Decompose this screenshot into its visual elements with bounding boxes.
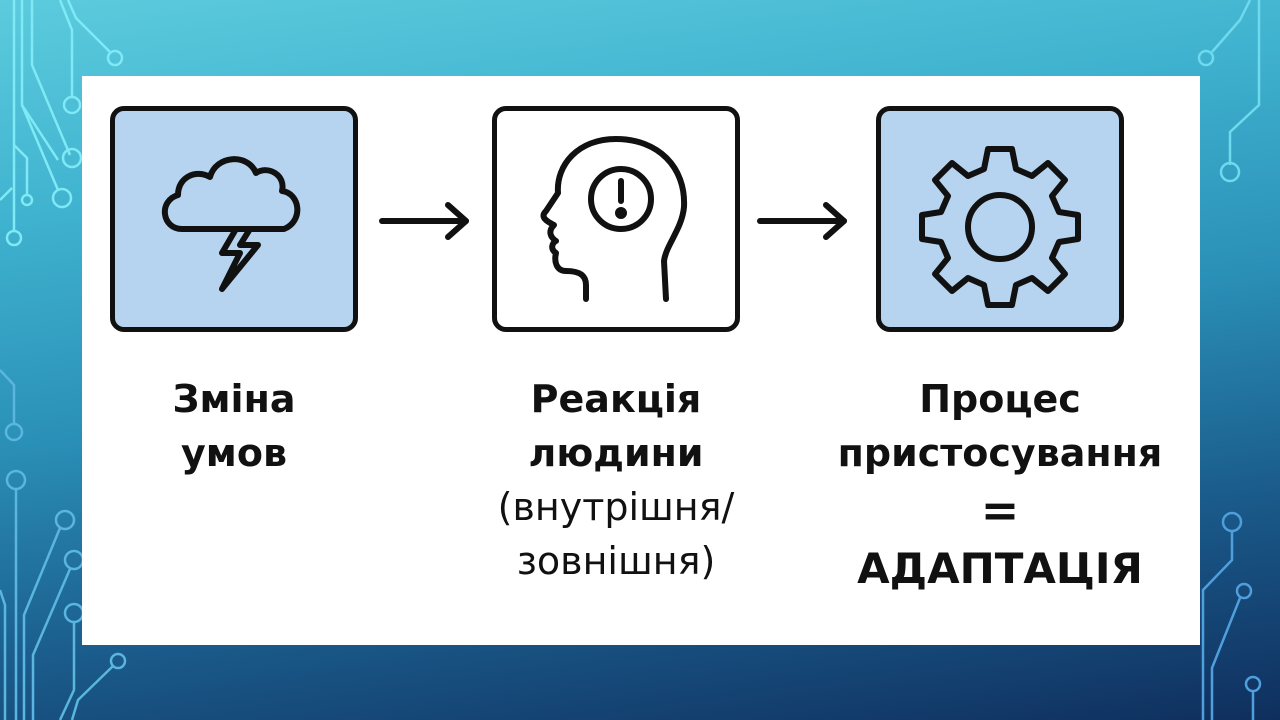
label-line: Процес — [919, 377, 1081, 421]
step-label-human-reaction: Реакція людини (внутрішня/ зовнішня) — [462, 372, 770, 588]
step-box-human-reaction — [492, 106, 740, 332]
label-line: Зміна — [172, 377, 296, 421]
gear-icon — [919, 146, 1081, 308]
label-line: пристосування — [837, 431, 1163, 475]
diagram-panel: Зміна умов Реакція людини (внутрішня/ зо… — [82, 76, 1200, 645]
arrow-right-icon — [757, 202, 847, 240]
label-line: Реакція — [530, 377, 702, 421]
step-label-change-conditions: Зміна умов — [110, 372, 358, 480]
label-subline: (внутрішня/ — [497, 485, 735, 529]
label-line: людини — [528, 431, 704, 475]
label-subline: зовнішня) — [516, 539, 716, 583]
equals-sign: = — [980, 483, 1020, 537]
arrow-right-icon — [379, 202, 469, 240]
head-exclamation-icon — [540, 136, 688, 302]
label-line: умов — [181, 431, 287, 475]
step-box-change-conditions — [110, 106, 358, 332]
result-term-adaptation: АДАПТАЦІЯ — [857, 544, 1143, 593]
step-label-adaptation-process: Процес пристосування = АДАПТАЦІЯ — [812, 372, 1188, 598]
cloud-lightning-icon — [161, 156, 301, 292]
step-box-adaptation-process — [876, 106, 1124, 332]
